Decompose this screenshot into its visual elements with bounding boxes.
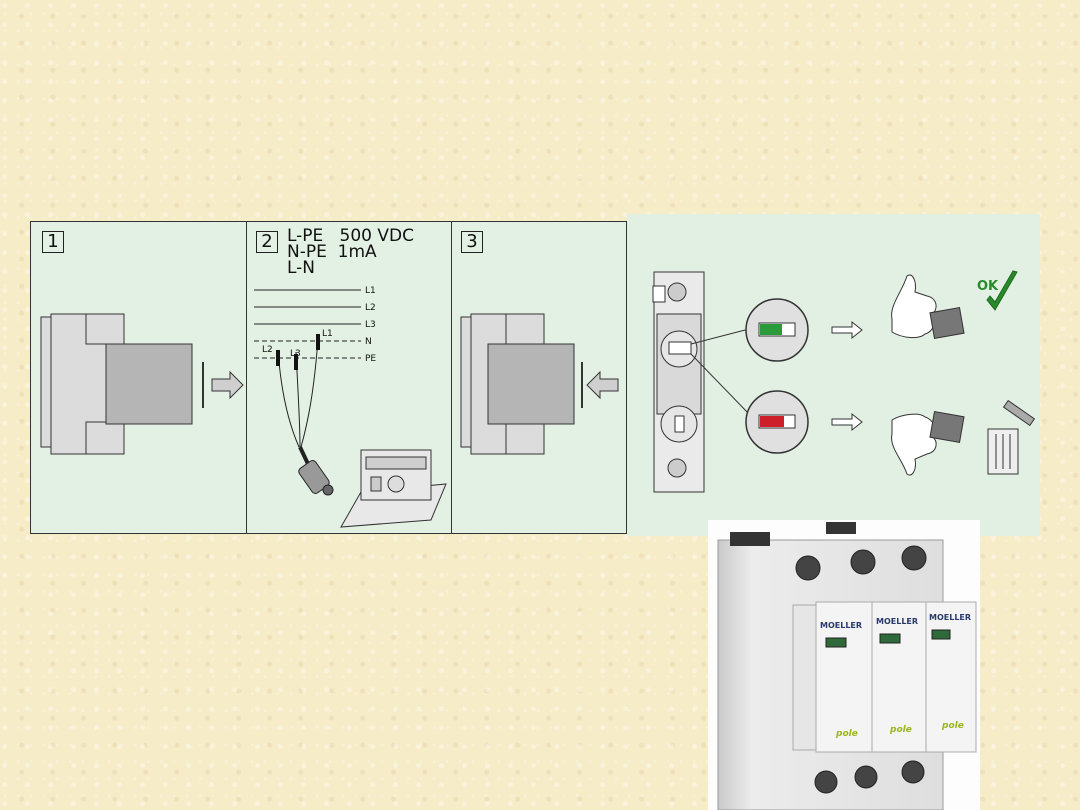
product-line-label: pole [835,729,858,739]
step-1-number: 1 [42,231,64,253]
ok-label: OK [977,279,999,294]
product-line-label: pole [941,721,964,731]
wire-label-l1: L1 [365,286,376,296]
step-3-insertion-illustration [460,313,619,455]
probe-label-l3: L3 [290,349,301,359]
step-2-number: 2 [256,231,278,253]
status-fail-indicator [760,416,784,427]
probe-label-l2: L2 [262,345,273,355]
status-indicator-panel: OK [627,214,1040,536]
step-1: 1 [31,222,247,533]
wire-label-l3: L3 [365,320,376,330]
probe-label-l1: L1 [322,329,333,339]
insulation-test-diagram: L1 L2 L3 N PE L1 L2 L3 [254,286,447,528]
installation-steps-panel: 1 2 L-PE 500 VDC N-PE 1mA L-N [30,221,627,534]
brand-label: MOELLER [876,617,918,626]
test-current-spec: N-PE 1mA [287,242,377,262]
thumbs-up-icon [891,274,965,339]
thumbs-down-icon [891,411,965,476]
status-indicator-diagram: OK [652,270,1036,493]
brand-label: MOELLER [820,621,862,630]
product-line-label: pole [889,725,912,735]
test-ln-spec: L-N [287,258,316,278]
surge-arrester-photo: MOELLER MOELLER MOELLER pole pole pole [708,520,980,810]
step-3-number: 3 [461,231,483,253]
step-3: 3 [451,222,627,533]
step-1-removal-illustration [40,313,244,455]
brand-label: MOELLER [929,613,971,622]
step-2: 2 L-PE 500 VDC N-PE 1mA L-N L1 L [246,222,452,533]
test-voltage-spec: L-PE 500 VDC [287,226,414,246]
wire-label-n: N [365,337,372,347]
check-icon [986,270,1018,311]
status-ok-indicator [760,324,782,335]
surge-arrester-illustration: MOELLER MOELLER MOELLER pole pole pole [717,522,977,810]
trash-bin-icon [987,399,1036,475]
wire-label-pe: PE [365,354,376,364]
wire-label-l2: L2 [365,303,376,313]
